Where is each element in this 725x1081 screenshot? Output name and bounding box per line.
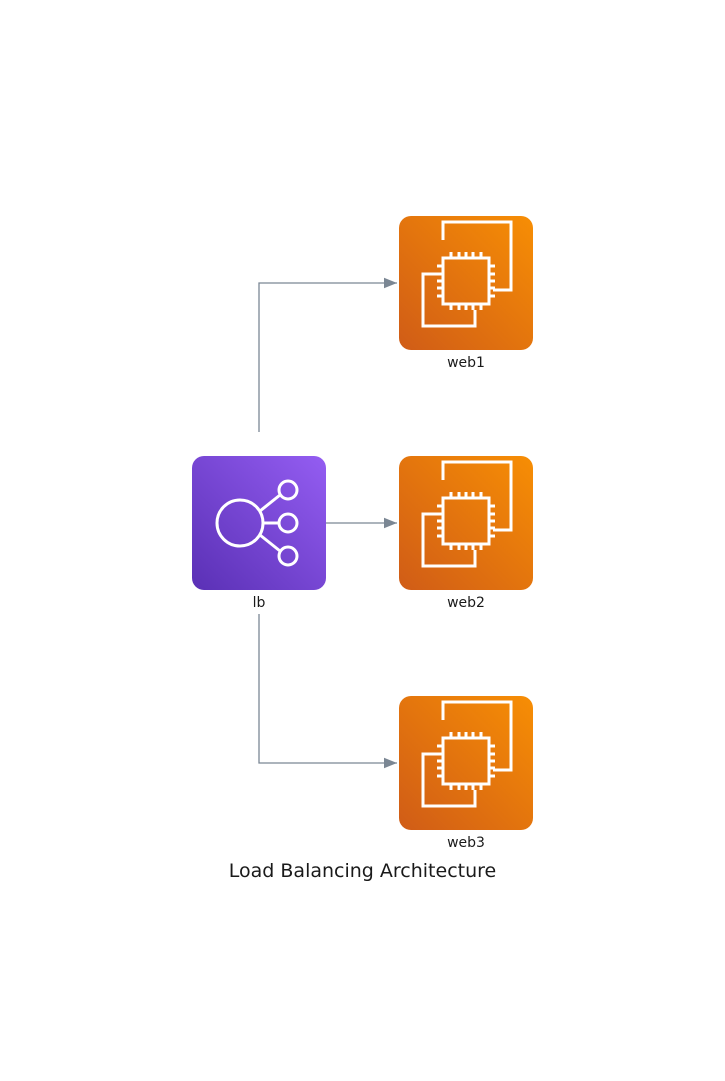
node-lb[interactable]: [192, 456, 326, 590]
diagram-title: Load Balancing Architecture: [228, 860, 497, 882]
node-web2[interactable]: [399, 456, 533, 590]
edge-lb-web1: [258, 277, 397, 432]
node-label-lb: lb: [252, 595, 266, 611]
node-label-web1: web1: [447, 355, 485, 371]
edge-lb-web3: [258, 614, 397, 769]
node-label-web3: web3: [447, 835, 485, 851]
node-web3[interactable]: [399, 696, 533, 830]
node-web1[interactable]: [399, 216, 533, 350]
node-label-web2: web2: [447, 595, 485, 611]
elastic-load-balancing-icon: [215, 479, 299, 567]
